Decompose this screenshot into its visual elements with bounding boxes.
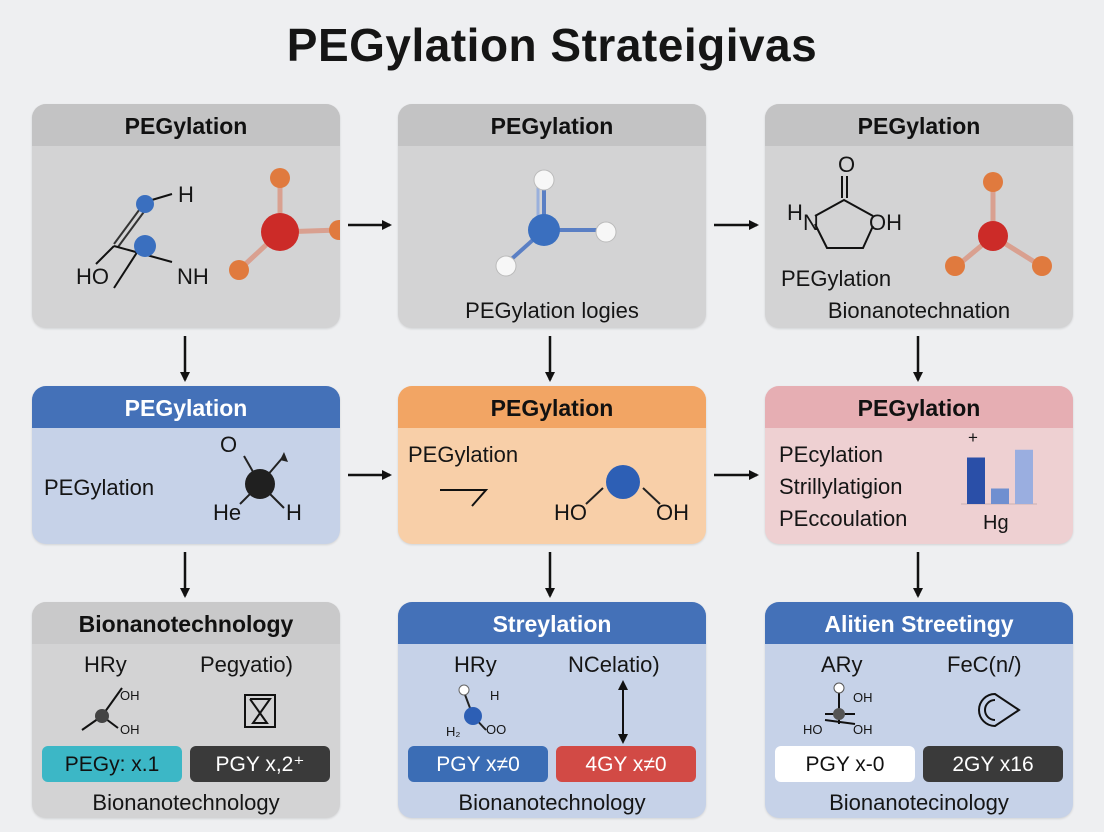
value-chip-a: PEGy: x.1 [42, 746, 182, 782]
panel-text: PEGylation [781, 266, 892, 291]
panel-label-b: Pegyatio) [200, 652, 293, 677]
atom-label-o: O [838, 152, 856, 177]
value-chip-b: PGY x,2⁺ [190, 746, 330, 782]
panel-text: PEGylation [44, 475, 155, 500]
atom-label-oh: OH [656, 500, 689, 525]
hourglass-icon [244, 694, 276, 728]
atom-label-ho: HO [76, 264, 109, 289]
panel-r2-right: PEGylation PEcylation Strillylatigion PE… [765, 386, 1073, 544]
panel-header: PEGylation [32, 386, 340, 428]
molecule-amide-icon [95, 168, 340, 289]
panel-r1-right: PEGylation O H N OH PEGylation Bionanote… [765, 104, 1073, 328]
panel-text: PEGylation [408, 442, 519, 467]
panel-label-a: HRy [84, 652, 127, 677]
panel-label-b: NCelatio) [568, 652, 660, 677]
panel-header: PEGylation [32, 104, 340, 146]
panel-label-a: HRy [454, 652, 497, 677]
panel-header: Bionanotechnology [32, 602, 340, 644]
chart-label: Hg [983, 512, 1009, 534]
molecule-ammonia-icon [495, 169, 617, 277]
atom-label-oh2: OH [120, 722, 140, 737]
mini-bar [1015, 449, 1033, 504]
value-chip-b: 2GY x16 [923, 746, 1063, 782]
panel-r3-left: Bionanotechnology HRy Pegyatio) OH OH PE… [32, 602, 340, 818]
panel-header: PEGylation [765, 104, 1073, 146]
atom-label-o: O [220, 432, 238, 457]
molecule-small-blue-icon [458, 680, 628, 744]
panel-caption: PEGylation logies [465, 298, 639, 323]
panel-text-line1: PEcylation [779, 442, 883, 467]
panel-r2-left: PEGylation PEGylation O He H [32, 386, 340, 544]
mini-bar-chart [961, 449, 1037, 505]
atom-label-oh1: OH [120, 688, 140, 703]
atom-label-n: N [803, 210, 819, 235]
plus-sign: + [968, 428, 978, 447]
mini-bar [967, 457, 985, 504]
atom-label-oh2: OH [853, 722, 873, 737]
atom-label-h2: H₂ [446, 724, 461, 739]
panel-footer: Bionanotecinology [829, 790, 1009, 815]
panel-header: PEGylation [765, 386, 1073, 428]
atom-label-he: He [213, 500, 242, 525]
panel-caption: Bionanotechnation [827, 298, 1011, 323]
atom-label-h: H [286, 500, 302, 525]
value-chip-a: PGY x≠0 [408, 746, 548, 782]
panel-header: Streylation [398, 602, 706, 644]
mini-bar [991, 488, 1009, 504]
panel-footer: Bionanotechnology [92, 790, 280, 815]
molecule-carbon-icon [239, 452, 288, 509]
panel-header: PEGylation [398, 104, 706, 146]
panel-label-b: FeC(n/) [947, 652, 1022, 677]
panel-r3-middle: Streylation HRy NCelatio) H H₂ OO PGY x≠… [398, 602, 706, 818]
atom-label-oh: OH [869, 210, 902, 235]
panel-text-line3: PEccoulation [779, 506, 908, 531]
atom-label-h: H [178, 182, 194, 207]
molecule-small-icon [824, 682, 856, 725]
atom-label-oo: OO [486, 722, 507, 737]
panel-text-line2: Strillylatigion [779, 474, 903, 499]
atom-label-ho: HO [554, 500, 587, 525]
atom-label-ho: HO [803, 722, 823, 737]
panel-label-a: ARy [821, 652, 863, 677]
molecule-water-icon [440, 465, 661, 507]
atom-label-h: H [787, 200, 803, 225]
molecule-ring-icon [814, 172, 1052, 276]
molecule-small-icon [81, 687, 123, 731]
panel-r3-right: Alitien Streetingy ARy FeC(n/) OH HO OH … [765, 602, 1073, 818]
atom-label-h: H [490, 688, 500, 703]
panel-r1-left: PEGylation H HO NH [32, 104, 340, 328]
panel-r1-middle: PEGylation PEGylation logies [398, 104, 706, 328]
panel-header: Alitien Streetingy [765, 602, 1073, 644]
atom-label-oh1: OH [853, 690, 873, 705]
crescent-icon [978, 692, 1021, 728]
value-chip-b: 4GY x≠0 [556, 746, 696, 782]
atom-label-nh: NH [177, 264, 209, 289]
page-title: PEGylation Strateigivas [286, 19, 818, 71]
panel-footer: Bionanotechnology [458, 790, 646, 815]
panel-r2-middle: PEGylation PEGylation HO OH [398, 386, 706, 544]
panel-header: PEGylation [398, 386, 706, 428]
value-chip-a: PGY x-0 [775, 746, 915, 782]
